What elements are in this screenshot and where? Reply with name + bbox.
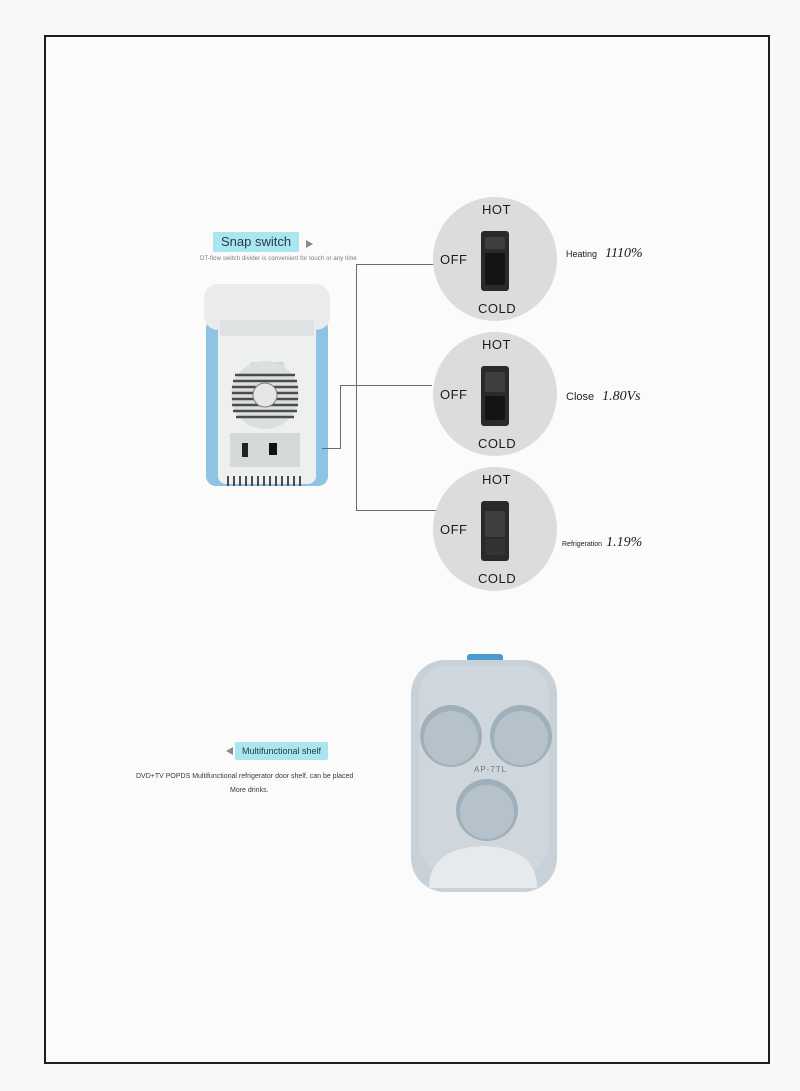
cold-label: COLD [478,301,517,316]
fridge-door-shelf-image [411,654,557,892]
page-frame [44,35,770,1064]
rocker-icon [481,366,509,426]
mini-fridge-front-image [204,284,330,486]
cold-label: COLD [478,571,517,586]
off-label: OFF [440,522,468,537]
hot-label: HOT [482,472,511,487]
state-value: 1.80Vs [602,389,641,404]
rocker-icon [481,501,509,561]
rocker-icon [481,231,509,291]
lid-marking: AP-7TL [474,765,508,774]
snap-switch-caption: DT-flow switch divider is convenient for… [200,256,357,262]
state-label: Heating [566,249,598,259]
shelf-tag: Multifunctional shelf [235,742,329,760]
connector-line [340,385,341,449]
shelf-caption-line2: More drinks. [230,787,269,794]
rocker-switch-close: HOT OFF COLD [433,332,557,456]
state-value: 1110% [605,246,643,261]
connector-line [356,264,434,265]
shelf-caption-line1: DVD+TV POPDS Multifunctional refrigerato… [136,773,354,780]
connector-line [356,510,436,511]
rocker-switch-heating: HOT OFF COLD [433,197,557,321]
arrow-left-icon [226,747,233,755]
state-value: 1.19% [606,535,643,550]
snap-switch-tag: Snap switch [213,232,300,252]
state-label: Refrigeration [562,541,603,548]
connector-line [356,264,357,511]
off-label: OFF [440,387,468,402]
connector-line [322,448,340,449]
hot-label: HOT [482,337,511,352]
state-close: Close 1.80Vs [566,387,641,405]
cold-label: COLD [478,436,517,451]
rocker-switch-refrigeration: HOT OFF COLD [433,467,557,591]
state-label: Close [566,391,595,403]
hot-label: HOT [482,202,511,217]
connector-line [340,385,432,386]
off-label: OFF [440,252,468,267]
state-heating: Heating 1110% [566,244,643,262]
arrow-right-icon [306,240,313,248]
